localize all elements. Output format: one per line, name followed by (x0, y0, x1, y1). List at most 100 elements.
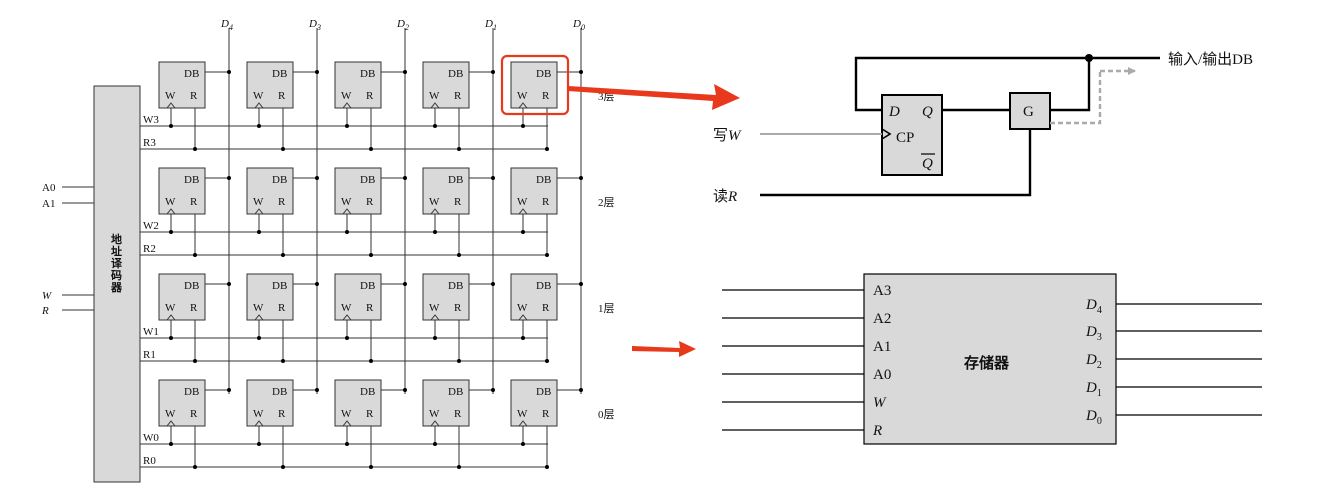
highlighted-cell-frame (500, 54, 570, 116)
cell-db-label: DB (184, 280, 199, 292)
cell-db-label: DB (536, 68, 551, 80)
decoder-input-a1: A1 (42, 198, 55, 210)
ff-q-label: Q (922, 104, 933, 120)
cell-r-label: R (454, 302, 462, 314)
cell-detail: D Q CP Q G 输入/输出DB 写W 读R (713, 51, 1253, 205)
ff-d-label: D (888, 104, 900, 120)
cell-db-label: DB (360, 68, 375, 80)
row-write-label: W2 (143, 220, 159, 232)
memory-chip (863, 273, 1117, 445)
cell-r-label: R (454, 196, 462, 208)
cell-w-label: W (517, 302, 528, 314)
decoder-char: 地 (111, 232, 122, 246)
cell-r-label: R (366, 302, 374, 314)
layer-label: 2层 (598, 196, 615, 209)
write-label: 写W (713, 128, 742, 144)
cell-w-label: W (429, 90, 440, 102)
storage-cells: DB W R DB W R DB W R DB W R DB W R DB W R DB W R DB W R DB W R DB W R… (158, 61, 583, 469)
memory-title: 存储器 (964, 354, 1010, 372)
ff-cp-label: CP (896, 130, 914, 146)
cell-db-label: DB (448, 386, 463, 398)
cell-w-label: W (429, 302, 440, 314)
cell-r-label: R (454, 408, 462, 420)
cell-w-label: W (253, 408, 264, 420)
cell-r-label: R (366, 90, 374, 102)
decoder-char: 址 (111, 244, 122, 258)
storage-cell: DB W R (422, 273, 495, 363)
memory-input-label: A3 (873, 283, 891, 299)
cell-w-label: W (429, 196, 440, 208)
storage-cell: DB W R (246, 61, 319, 151)
cell-w-label: W (253, 302, 264, 314)
cell-w-label: W (165, 408, 176, 420)
cell-db-label: DB (536, 174, 551, 186)
cell-w-label: W (341, 408, 352, 420)
cell-db-label: DB (184, 68, 199, 80)
cell-w-label: W (517, 408, 528, 420)
cell-r-label: R (542, 408, 550, 420)
data-line-label: D2 (396, 18, 409, 32)
cell-db-label: DB (184, 386, 199, 398)
cell-r-label: R (190, 408, 198, 420)
cell-r-label: R (366, 196, 374, 208)
cell-db-label: DB (360, 280, 375, 292)
cell-db-label: DB (272, 280, 287, 292)
cell-w-label: W (165, 302, 176, 314)
cell-w-label: W (341, 90, 352, 102)
cell-r-label: R (190, 196, 198, 208)
memory-input-label: W (873, 395, 887, 411)
cell-db-label: DB (272, 174, 287, 186)
row-read-label: R0 (143, 455, 156, 467)
storage-cell: DB W R (422, 379, 495, 469)
decoder-char: 译 (111, 257, 123, 270)
decoder-input-r: R (41, 305, 49, 317)
cell-w-label: W (429, 408, 440, 420)
layer-label: 0层 (598, 408, 615, 421)
gate-label: G (1023, 104, 1034, 120)
cell-w-label: W (165, 196, 176, 208)
cell-r-label: R (542, 90, 550, 102)
clock-triangle (881, 128, 892, 140)
cell-r-label: R (190, 90, 198, 102)
cell-db-label: DB (184, 174, 199, 186)
storage-cell: DB W R (334, 273, 407, 363)
cell-w-label: W (517, 90, 528, 102)
memory-input-label: A2 (873, 311, 891, 327)
layer-label: 1层 (598, 302, 615, 315)
row-read-label: R3 (143, 137, 156, 149)
cell-w-label: W (253, 90, 264, 102)
cell-db-label: DB (536, 386, 551, 398)
cell-db-label: DB (272, 68, 287, 80)
decoder-char: 码 (111, 269, 122, 282)
memory-input-label: A1 (873, 339, 891, 355)
row-read-label: R2 (143, 243, 156, 255)
row-read-label: R1 (143, 349, 156, 361)
storage-cell: DB W R (158, 167, 231, 257)
cell-w-label: W (165, 90, 176, 102)
row-write-label: W1 (143, 326, 159, 338)
row-write-label: W3 (143, 114, 159, 126)
cell-r-label: R (278, 90, 286, 102)
cell-db-label: DB (448, 174, 463, 186)
zoom-arrow (568, 84, 740, 110)
data-line-label: D3 (308, 18, 321, 32)
cell-r-label: R (278, 196, 286, 208)
storage-cell: DB W R (158, 61, 231, 151)
memory-input-label: A0 (873, 367, 891, 383)
cell-w-label: W (341, 302, 352, 314)
address-decoder (93, 85, 141, 483)
cell-db-label: DB (448, 280, 463, 292)
